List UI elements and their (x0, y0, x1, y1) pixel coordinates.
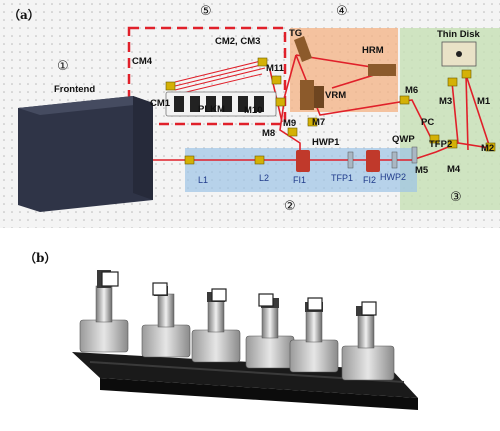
label-m3: M3 (439, 96, 452, 107)
label-m2: M2 (481, 143, 494, 154)
label-cm1: CM1 (150, 98, 171, 109)
label-hwp1: HWP1 (312, 137, 340, 148)
label-tg: TG (289, 28, 302, 39)
mirror-mounts (165, 57, 496, 165)
label-m8: M8 (262, 128, 275, 139)
mount-5 (289, 297, 339, 373)
label-cm2-cm3: CM2, CM3 (215, 36, 260, 47)
label-tfp1: TFP1 (331, 173, 353, 183)
label-m7: M7 (312, 117, 325, 128)
plkm-keys (174, 96, 264, 112)
fi1-isolator (296, 150, 310, 172)
zone-number-5: ⑤ (200, 4, 212, 19)
zone-number-2: ② (284, 199, 296, 214)
label-m11: M11 (266, 63, 285, 74)
label-hrm: HRM (362, 45, 384, 56)
zone-number-4: ④ (336, 4, 348, 19)
mount-4 (245, 293, 295, 369)
label-plkm: PLKM (198, 104, 225, 115)
zone-number-3: ③ (450, 190, 462, 205)
label-l2: L2 (259, 173, 269, 183)
label-thin-disk: Thin Disk (437, 29, 480, 40)
tg-grating (294, 36, 312, 62)
mount-2 (141, 282, 191, 358)
label-vrm: VRM (325, 90, 346, 101)
mount-1 (79, 270, 129, 353)
fi2-isolator (366, 150, 380, 172)
zone-5-dashed-box (127, 26, 287, 126)
label-m10: M10 (244, 105, 262, 116)
label-cm4: CM4 (132, 56, 153, 67)
label-hwp2: HWP2 (380, 172, 406, 182)
label-fi1: FI1 (293, 175, 306, 185)
waveplates (347, 146, 418, 169)
label-m6: M6 (405, 85, 418, 96)
label-m5: M5 (415, 165, 429, 176)
mount-3 (191, 288, 241, 363)
label-m9: M9 (283, 118, 296, 129)
frontend-box (18, 96, 153, 212)
zone-number-1: ① (57, 59, 69, 74)
mount-6 (341, 301, 395, 381)
thin-disk-head (441, 41, 477, 67)
label-qwp: QWP (392, 134, 415, 145)
label-frontend: Frontend (54, 84, 95, 95)
label-l1: L1 (198, 175, 208, 185)
panel-a-label: （a） (8, 7, 40, 22)
panel-b-label: （b） (24, 250, 56, 265)
label-pc: PC (421, 117, 434, 128)
panel-b: （b） (24, 250, 418, 410)
hrm-mirror (368, 64, 396, 76)
panel-a: （a） ① ⑤ ④ ② ③ Frontend Thin Disk TG HRM … (0, 0, 500, 228)
vrm-mirror (300, 80, 324, 110)
label-m4: M4 (447, 164, 461, 175)
label-fi2: FI2 (363, 175, 376, 185)
label-tfp2: TFP2 (429, 139, 452, 150)
label-m1: M1 (477, 96, 491, 107)
